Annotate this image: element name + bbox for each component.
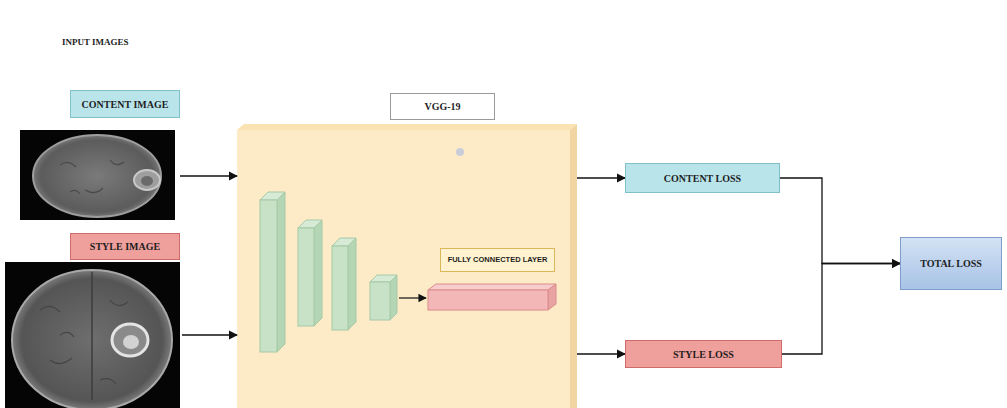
layer-side: [348, 238, 356, 330]
flow-arrow: [180, 175, 237, 176]
node-text: VGG-19: [424, 101, 460, 112]
input-image: STYLE IMAGE: [5, 233, 182, 408]
lesion-core: [141, 176, 153, 186]
node-text: FULLY CONNECTED LAYER: [448, 256, 548, 265]
sulci: [60, 160, 124, 194]
style-image-label: STYLE IMAGE: [70, 233, 180, 260]
fc-top: [428, 284, 556, 290]
layer-side: [277, 192, 285, 352]
total-box: TOTAL LOSS: [900, 237, 1002, 290]
panel-dot: [456, 148, 464, 156]
input-image: CONTENT IMAGE: [20, 90, 180, 222]
midline: [91, 272, 93, 400]
lesion: [112, 324, 148, 356]
fc-front: [428, 290, 548, 310]
node-text: CONTENT LOSS: [664, 173, 741, 184]
panel-top: [237, 124, 577, 130]
lesion: [134, 170, 160, 190]
skull: [12, 270, 172, 408]
node-text: CONTENT IMAGE: [82, 99, 169, 110]
flow-arrow: [577, 353, 625, 354]
layer-front: [260, 200, 277, 352]
layer-front: [332, 246, 348, 330]
layer-arrow: [399, 297, 426, 298]
skull: [33, 135, 161, 217]
layer-front: [298, 228, 314, 326]
flow-arrow: [577, 177, 625, 178]
fc-side: [548, 284, 556, 310]
layer-label: FULLY CONNECTED LAYER: [440, 248, 555, 272]
style-mri: [5, 262, 180, 408]
section-label-text: INPUT IMAGES: [62, 37, 129, 47]
lesion-core: [123, 335, 139, 349]
node-text: STYLE LOSS: [673, 349, 734, 360]
brain: [33, 135, 161, 217]
node-text: TOTAL LOSS: [920, 258, 982, 269]
network-title: VGG-19: [390, 93, 495, 120]
network-panel: VGG-19FULLY CONNECTED LAYER: [237, 130, 570, 408]
layer-side: [314, 220, 322, 326]
content-mri: [20, 130, 175, 220]
loss-box: CONTENT LOSS: [625, 163, 780, 193]
brain: [12, 270, 172, 408]
fc-block: [428, 284, 556, 310]
conv-layers: [260, 192, 397, 352]
vgg-panel: [237, 124, 577, 408]
loss-box: STYLE LOSS: [625, 340, 782, 368]
layer-side: [390, 275, 397, 320]
panel-front: [237, 130, 570, 408]
node-text: STYLE IMAGE: [90, 241, 160, 252]
flow-arrow: [182, 334, 237, 335]
flow-arrow: [780, 178, 900, 264]
section-label: INPUT IMAGES: [62, 37, 129, 47]
content-image-label: CONTENT IMAGE: [70, 90, 180, 118]
mri-ground: [20, 130, 175, 220]
layer-front: [370, 282, 390, 320]
flow-arrow: [782, 264, 900, 355]
panel-side: [570, 124, 577, 408]
